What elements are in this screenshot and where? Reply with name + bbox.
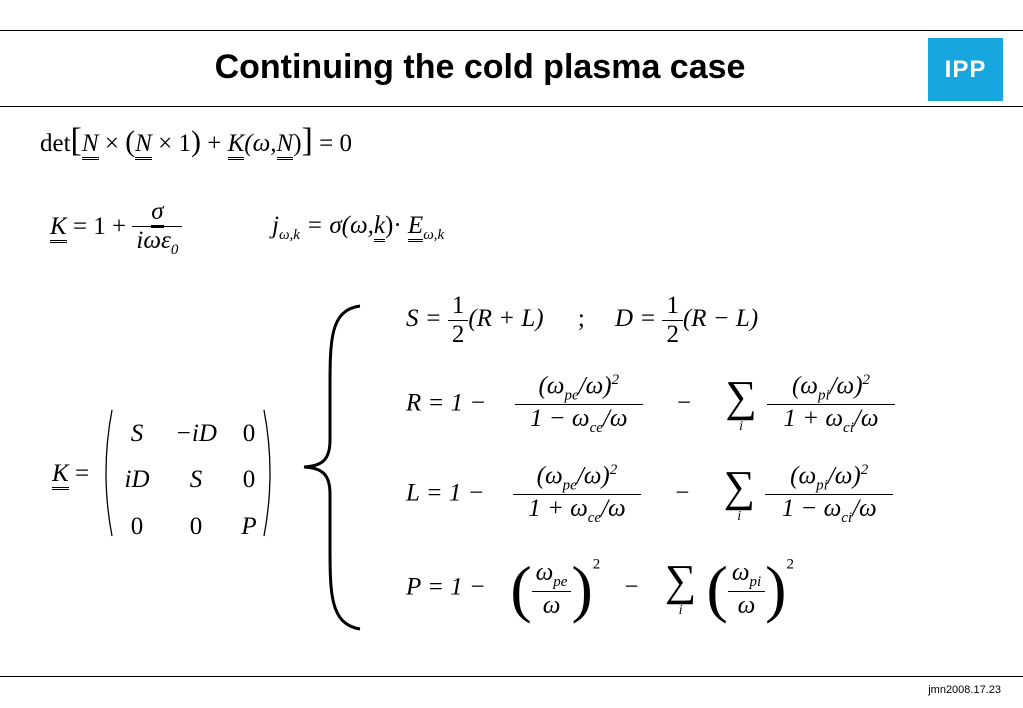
slide-title: Continuing the cold plasma case — [214, 48, 746, 86]
k-matrix-parentheses — [105, 409, 271, 537]
sum-symbol: ∑i — [664, 556, 697, 619]
slide-footer: jmn2008.17.23 — [928, 684, 1001, 696]
title-rule — [0, 106, 1023, 107]
ipp-logo: IPP — [928, 38, 1003, 101]
k-matrix-lhs: K = — [52, 460, 89, 490]
sigma-fraction: σ iωε0 — [132, 198, 183, 259]
dispersion-determinant: det[N × (N × 1) + K(ω,N)] = 0 — [40, 122, 352, 160]
dielectric-tensor-definition: K = 1 + σ iωε0 — [50, 198, 183, 259]
r-definition: R = 1 − (ωpe/ω)2 1 − ωce/ω − ∑i (ωpi/ω)2… — [406, 372, 895, 437]
top-rule — [0, 30, 1023, 31]
sum-symbol: ∑i — [723, 461, 755, 524]
l-definition: L = 1 − (ωpe/ω)2 1 + ωce/ω − ∑i (ωpi/ω)2… — [406, 461, 894, 527]
sum-symbol: ∑i — [725, 371, 757, 434]
current-density-equation: jω,k = σ(ω,k)· Eω,k — [272, 212, 445, 243]
k-matrix-body: S −iD 0 iD S 0 0 0 P — [124, 420, 257, 540]
footer-rule — [0, 676, 1023, 677]
p-definition: P = 1 − ( ωpe ω )2 − ∑i ( ωpi ω )2 — [406, 553, 794, 624]
large-curly-brace — [303, 304, 361, 631]
